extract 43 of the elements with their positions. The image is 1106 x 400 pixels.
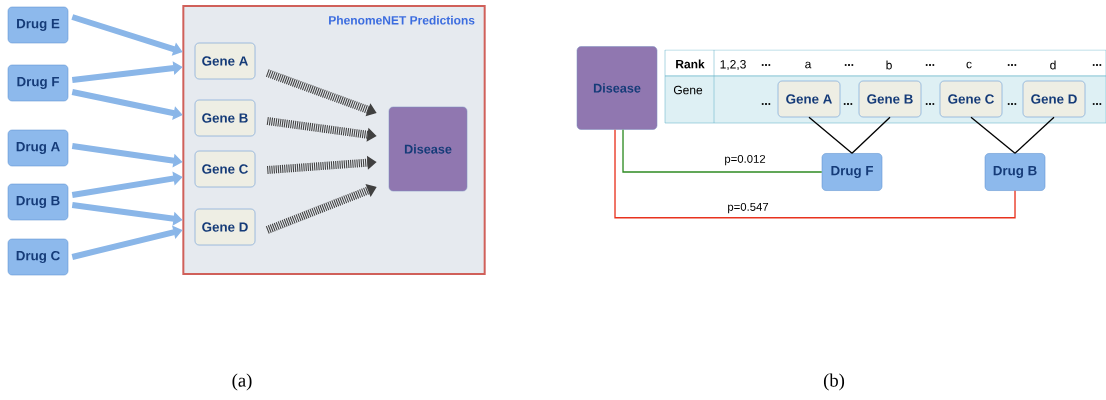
gene-box: Gene D (194, 208, 256, 246)
drug-box: Drug F (821, 153, 883, 191)
disease-box: Disease (576, 46, 658, 130)
table-cell: Gene (673, 85, 703, 95)
striped-arrow (265, 183, 377, 234)
gene-box: Gene D (1022, 80, 1086, 118)
table-cell: ... (1092, 64, 1102, 66)
connector-line (970, 116, 1016, 154)
table-cell: a (805, 61, 812, 69)
table-cell: ... (844, 64, 854, 66)
drug-box: Drug B (984, 153, 1046, 191)
drug-box: Drug B (7, 183, 69, 221)
table-cell: ... (925, 103, 935, 105)
table-cell: ... (843, 103, 853, 105)
connector-line (1014, 116, 1055, 154)
drug-box: Drug E (7, 6, 69, 44)
table-cell: c (966, 61, 972, 69)
disease-box: Disease (388, 106, 468, 192)
drug-box: Drug C (7, 238, 69, 276)
connector-line (851, 116, 891, 154)
table-cell: ... (1007, 103, 1017, 105)
panel-caption: (a) (232, 373, 252, 391)
drug-box: Drug F (7, 64, 69, 102)
gene-box: Gene C (194, 150, 256, 188)
gene-box: Gene A (194, 42, 256, 80)
table-cell: ... (761, 64, 771, 66)
connector-line (808, 116, 853, 154)
connector-line (622, 129, 823, 173)
edge-label: p=0.547 (728, 202, 769, 214)
gene-box: Gene B (858, 80, 922, 118)
table-cell: 1,2,3 (720, 60, 746, 70)
gene-box: Gene C (939, 80, 1003, 118)
table-cell: b (886, 60, 892, 70)
drug-box: Drug A (7, 129, 69, 167)
panel-caption: (b) (823, 373, 845, 391)
gene-box: Gene B (194, 99, 256, 137)
gene-box: Gene A (777, 80, 841, 118)
table-cell: ... (925, 64, 935, 66)
connector-line (614, 129, 1016, 219)
table-cell: ... (1007, 64, 1017, 66)
edge-label: p=0.012 (725, 154, 766, 166)
table-cell: d (1050, 60, 1056, 70)
table-cell: Rank (676, 59, 705, 69)
